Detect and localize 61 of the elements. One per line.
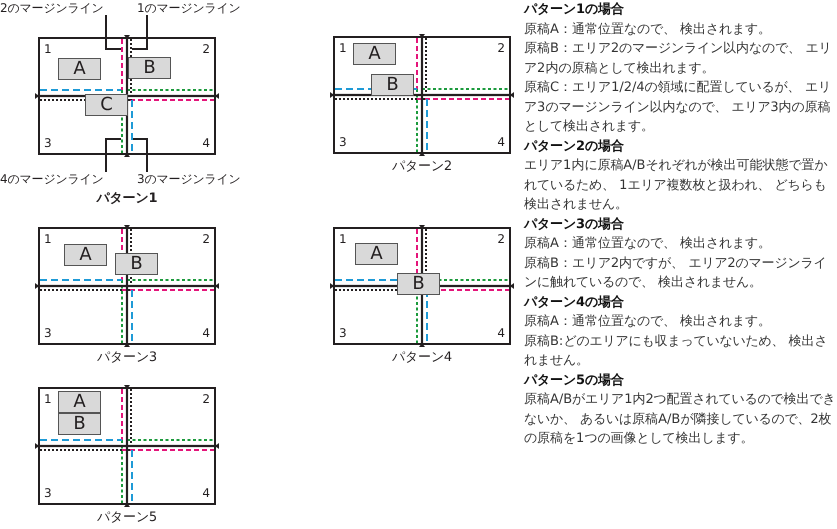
leader-line (105, 15, 121, 50)
area-number: 1 (44, 393, 52, 405)
leader-line (133, 138, 148, 172)
explanation-text: 原稿A：通常位置なので、 検出されます。 (524, 20, 772, 38)
section-heading: パターン1の場合 (524, 1, 626, 19)
document-box: A (353, 43, 396, 65)
area-number: 3 (44, 137, 52, 149)
explanation-text: 原稿A：通常位置なので、 検出されます。 (524, 235, 772, 253)
section-heading: パターン5の場合 (524, 372, 626, 390)
document-box: A (64, 244, 107, 266)
margin-line-label: 3のマージンライン (137, 172, 241, 186)
area-number: 4 (202, 327, 210, 339)
pattern-caption: パターン3 (96, 350, 158, 365)
margin-line (121, 39, 123, 90)
explanation-text: 原稿A/Bがエリア1内2つ配置されているので検出できないか、 あるいは原稿A/Bが隣接しているので、2枚の原稿を1つの画像として検出します。 (524, 391, 836, 448)
leader-line (105, 138, 121, 172)
document-box: A (58, 58, 101, 80)
document-box: C (85, 94, 128, 116)
pattern-caption: パターン5 (96, 510, 158, 525)
margin-line-label: 1のマージンライン (137, 1, 241, 15)
area-number: 2 (202, 393, 210, 405)
explanation-text: 原稿C：エリア1/2/4の領域に配置しているが、 エリア3のマージンライン以内なので、 エリア3内の原稿として検出されます。 (524, 79, 832, 136)
area-number: 1 (44, 233, 52, 245)
area-number: 4 (202, 487, 210, 499)
document-box: B (371, 74, 414, 96)
explanation-text: 原稿B：エリア2内ですが、 エリア2のマージンラインに触れているので、 検出されません。 (524, 254, 828, 292)
area-number: 2 (497, 233, 505, 245)
document-box: B (128, 57, 171, 79)
document-box: A (355, 243, 398, 265)
area-number: 1 (339, 42, 347, 54)
area-number: 3 (44, 487, 52, 499)
leader-line (132, 15, 148, 50)
area-number: 1 (44, 43, 52, 55)
pattern-caption: パターン1 (96, 191, 158, 206)
area-number: 3 (339, 136, 347, 148)
document-box: B (115, 253, 158, 275)
explanation-text: エリア1内に原稿A/Bそれぞれが検出可能状態で置かれているため、 1エリア複数枚と扱われ、 どちらも検出されません。 (524, 157, 828, 214)
area-number: 4 (497, 327, 505, 339)
area-number: 2 (202, 233, 210, 245)
section-heading: パターン3の場合 (524, 216, 626, 234)
section-heading: パターン4の場合 (524, 294, 626, 312)
explanation-text: 原稿B:どのエリアにも収まっていないため、 検出されません。 (524, 332, 828, 370)
pattern-caption: パターン2 (392, 159, 452, 174)
area-number: 3 (339, 327, 347, 339)
document-box: A (58, 391, 101, 413)
area-number: 2 (497, 42, 505, 54)
section-heading: パターン2の場合 (524, 138, 626, 156)
area-number: 4 (202, 137, 210, 149)
margin-line (130, 39, 132, 100)
area-number: 2 (202, 43, 210, 55)
area-number: 4 (497, 136, 505, 148)
area-number: 3 (44, 327, 52, 339)
document-box: B (397, 273, 440, 295)
pattern-caption: パターン4 (392, 350, 452, 365)
margin-line-label: 2のマージンライン (0, 1, 104, 15)
area-number: 1 (339, 233, 347, 245)
explanation-text: 原稿A：通常位置なので、 検出されます。 (524, 313, 772, 331)
margin-line (131, 100, 133, 153)
document-box: B (58, 413, 101, 435)
margin-line-label: 4のマージンライン (0, 172, 104, 186)
explanation-text: 原稿B：エリア2のマージンライン以内なので、 エリア2内の原稿として検出れます。 (524, 40, 832, 78)
